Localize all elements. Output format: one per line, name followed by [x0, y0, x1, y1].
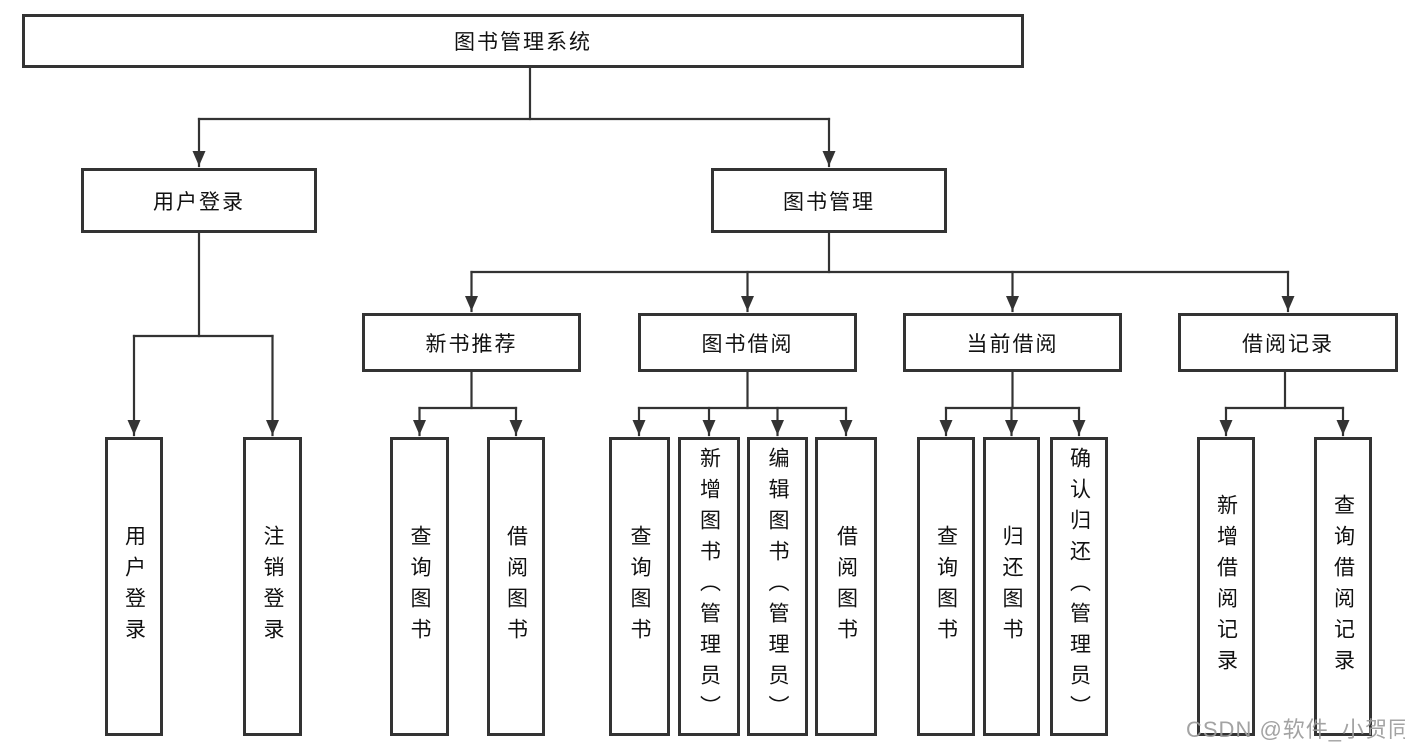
leaf-label: 新增图书（管理员） — [697, 447, 721, 726]
node-book-borrowing: 图书借阅 — [638, 313, 857, 372]
leaf-borrow-books-recommend: 借阅图书 — [487, 437, 545, 736]
leaf-label: 查询图书 — [628, 524, 651, 649]
node-user-login-branch: 用户登录 — [81, 168, 317, 233]
csdn-watermark: CSDN @软件_小贺同学 — [1186, 717, 1405, 742]
node-root-label: 图书管理系统 — [454, 31, 592, 54]
leaf-label: 确认归还（管理员） — [1067, 447, 1091, 726]
leaf-query-books-current: 查询图书 — [917, 437, 975, 736]
node-label: 用户登录 — [153, 190, 245, 214]
node-book-management: 图书管理 — [711, 168, 947, 233]
leaf-query-books-borrow: 查询图书 — [609, 437, 670, 736]
node-root: 图书管理系统 — [22, 14, 1024, 68]
node-label: 借阅记录 — [1242, 332, 1334, 356]
node-new-book-recommend: 新书推荐 — [362, 313, 581, 372]
leaf-label: 借阅图书 — [834, 524, 858, 649]
leaf-label: 查询图书 — [408, 524, 431, 649]
leaf-borrow-books-borrow: 借阅图书 — [815, 437, 877, 736]
leaf-return-book: 归还图书 — [983, 437, 1040, 736]
node-label: 新书推荐 — [425, 332, 518, 356]
node-label: 当前借阅 — [966, 332, 1059, 356]
leaf-add-book-admin: 新增图书（管理员） — [678, 437, 740, 736]
leaf-label: 查询借阅记录 — [1331, 493, 1355, 680]
leaf-confirm-return-admin: 确认归还（管理员） — [1050, 437, 1108, 736]
node-borrow-records: 借阅记录 — [1178, 313, 1398, 372]
leaf-query-books-recommend: 查询图书 — [390, 437, 449, 736]
leaf-add-borrow-record: 新增借阅记录 — [1197, 437, 1255, 736]
leaf-label: 编辑图书（管理员） — [766, 447, 789, 726]
leaf-edit-book-admin: 编辑图书（管理员） — [747, 437, 808, 736]
leaf-label: 借阅图书 — [504, 524, 528, 649]
node-current-borrowing: 当前借阅 — [903, 313, 1122, 372]
leaf-label: 归还图书 — [1000, 524, 1023, 649]
leaf-user-login: 用户登录 — [105, 437, 163, 736]
leaf-label: 用户登录 — [122, 524, 146, 649]
leaf-label: 查询图书 — [934, 524, 958, 649]
leaf-label: 新增借阅记录 — [1214, 493, 1238, 680]
leaf-logout: 注销登录 — [243, 437, 302, 736]
node-label: 图书管理 — [783, 190, 875, 214]
node-label: 图书借阅 — [701, 332, 794, 356]
leaf-query-borrow-record: 查询借阅记录 — [1314, 437, 1372, 736]
leaf-label: 注销登录 — [261, 524, 284, 649]
